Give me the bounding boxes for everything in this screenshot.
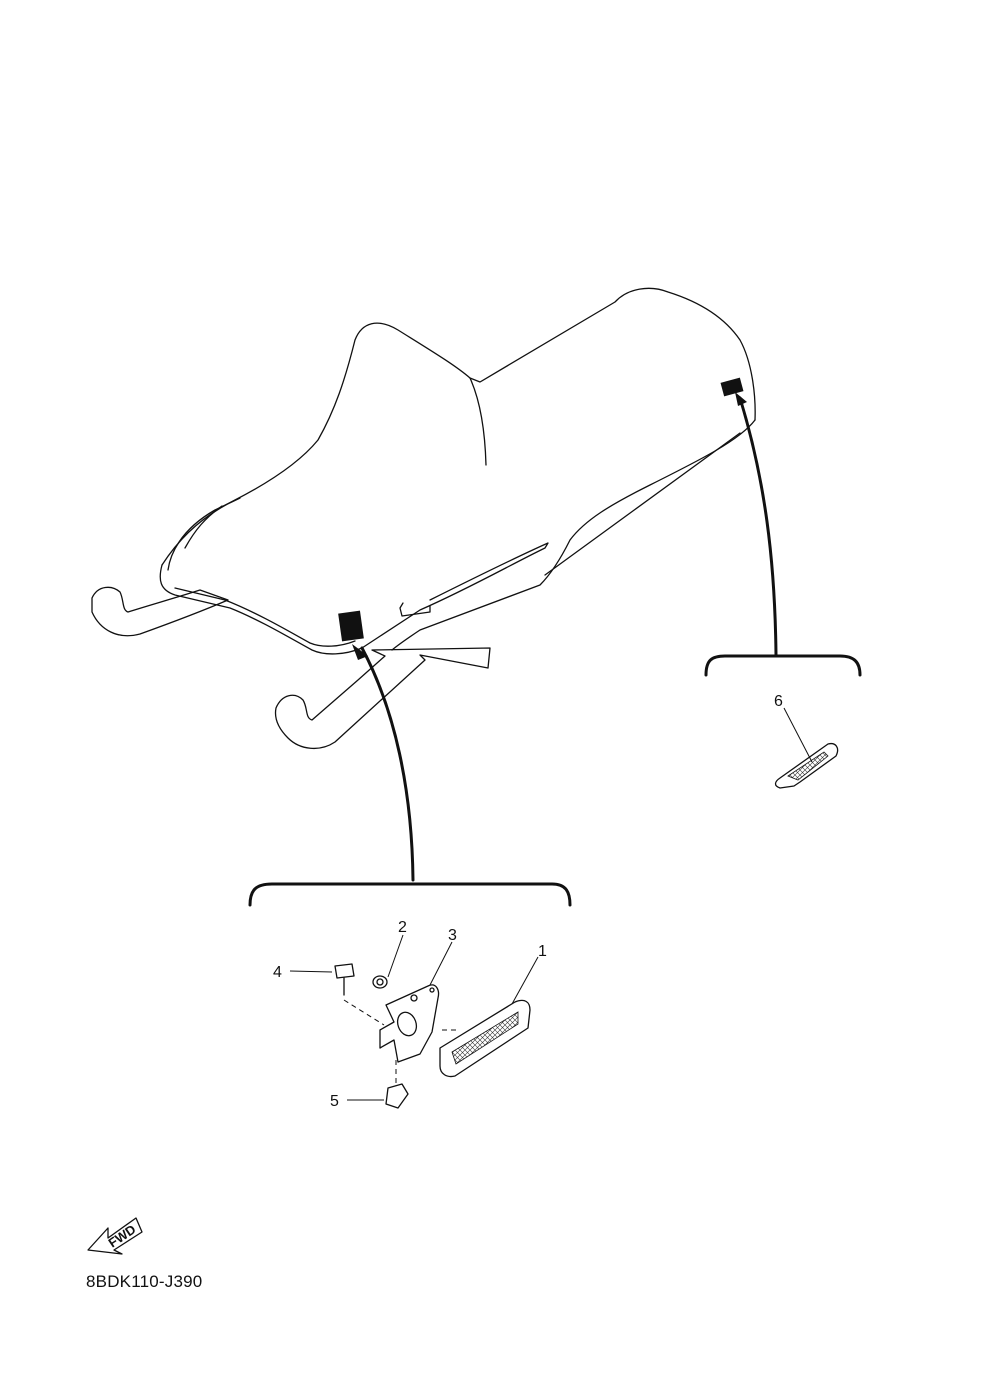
part-5-nut: [347, 1060, 409, 1109]
part-6-reflector: [774, 707, 839, 789]
callout-5: 5: [330, 1093, 339, 1110]
part-4-bolt: [289, 963, 385, 1026]
part-2-nut: [372, 934, 404, 989]
callout-4: 4: [273, 964, 282, 981]
leader-rear: [738, 396, 778, 657]
snowmobile-outline: [91, 287, 756, 749]
bracket-front-group: [248, 882, 572, 907]
callout-1: 1: [538, 943, 547, 960]
leader-front: [360, 646, 415, 882]
bracket-rear-group: [704, 654, 862, 677]
part-1-reflector: [439, 956, 539, 1078]
callout-3: 3: [448, 927, 457, 944]
fwd-label: FWD: [106, 1222, 139, 1251]
diagram-code: 8BDK110-J390: [86, 1272, 203, 1291]
callout-2: 2: [398, 919, 407, 936]
callout-6: 6: [774, 693, 783, 710]
part-3-bracket: [379, 941, 453, 1063]
fwd-arrow-icon: FWD: [87, 1217, 143, 1255]
